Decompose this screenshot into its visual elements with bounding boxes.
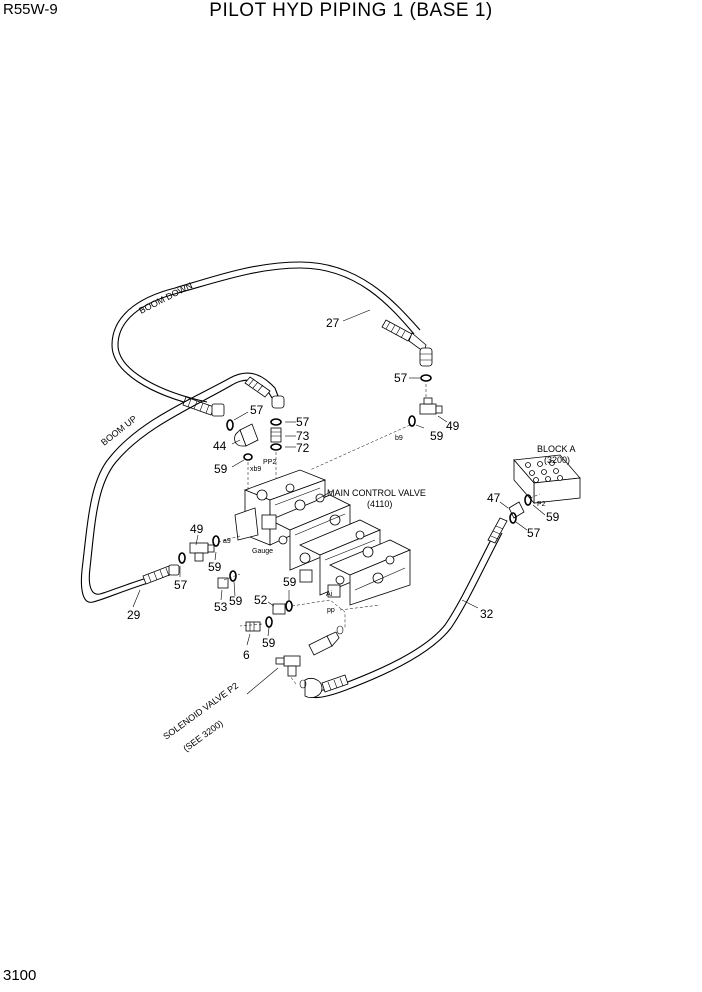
model-number: R55W-9 <box>3 1 58 18</box>
callout-59-block: 59 <box>546 510 560 524</box>
callout-57-low: 57 <box>174 578 188 592</box>
tee-fitting-49-right <box>419 397 443 415</box>
block-a-label: BLOCK A <box>537 444 576 454</box>
callout-29: 29 <box>127 608 141 622</box>
callout-59-52: 59 <box>283 575 297 589</box>
callout-53: 53 <box>214 600 228 614</box>
callout-32: 32 <box>480 607 494 621</box>
port-p2: P2 <box>537 501 546 508</box>
callout-57-mid: 57 <box>296 415 310 429</box>
port-b9: b9 <box>395 435 403 442</box>
callout-57-block: 57 <box>527 526 541 540</box>
center-lines <box>217 384 541 685</box>
callout-57-top: 57 <box>394 371 408 385</box>
inline-connector <box>308 631 340 656</box>
page-title: PILOT HYD PIPING 1 (BASE 1) <box>209 0 493 21</box>
tee-fitting-49-left <box>189 542 215 562</box>
callout-59-tee: 59 <box>208 560 222 574</box>
hose-32 <box>304 517 508 699</box>
block-a-ref-visible: (3200) <box>544 455 570 465</box>
main-control-valve <box>234 469 411 606</box>
adapter-73 <box>270 427 282 443</box>
port-a9: a9 <box>223 538 231 545</box>
callout-73: 73 <box>296 429 310 443</box>
main-control-valve-ref: (4110) <box>367 499 392 509</box>
block-a <box>513 454 581 505</box>
leader-lines <box>132 309 546 695</box>
callout-6: 6 <box>243 648 250 662</box>
callout-49-left: 49 <box>190 522 204 536</box>
callout-59-right: 59 <box>430 429 444 443</box>
callout-59-left: 59 <box>214 462 228 476</box>
callout-47: 47 <box>487 491 501 505</box>
hose-27-boom-down <box>111 261 433 417</box>
port-ai: Ai <box>326 591 333 598</box>
port-pp: pp <box>327 607 335 614</box>
port-gauge: Gauge <box>252 548 273 555</box>
elbow-fitting-44 <box>234 423 259 447</box>
callout-59-6: 59 <box>262 636 276 650</box>
callout-27: 27 <box>326 316 340 330</box>
port-pp2: PP2 <box>263 459 276 466</box>
port-xb9: xb9 <box>250 466 261 473</box>
main-control-valve-label: MAIN CONTROL VALVE <box>327 488 426 498</box>
solenoid-tee <box>275 655 301 677</box>
page-number: 3100 <box>3 967 37 984</box>
adapter-52 <box>272 603 286 615</box>
callout-57-left: 57 <box>250 403 264 417</box>
hose-label-boom-up: BOOM UP <box>99 414 139 448</box>
callout-59-53: 59 <box>229 594 243 608</box>
connector-47 <box>508 501 525 519</box>
connector-6 <box>245 621 261 632</box>
hose-29-boom-up <box>80 372 285 603</box>
plug-53 <box>217 577 229 589</box>
callout-72: 72 <box>296 441 310 455</box>
callout-44: 44 <box>213 439 227 453</box>
callout-49-right: 49 <box>446 419 460 433</box>
callout-52: 52 <box>254 593 268 607</box>
o-rings <box>178 374 532 689</box>
